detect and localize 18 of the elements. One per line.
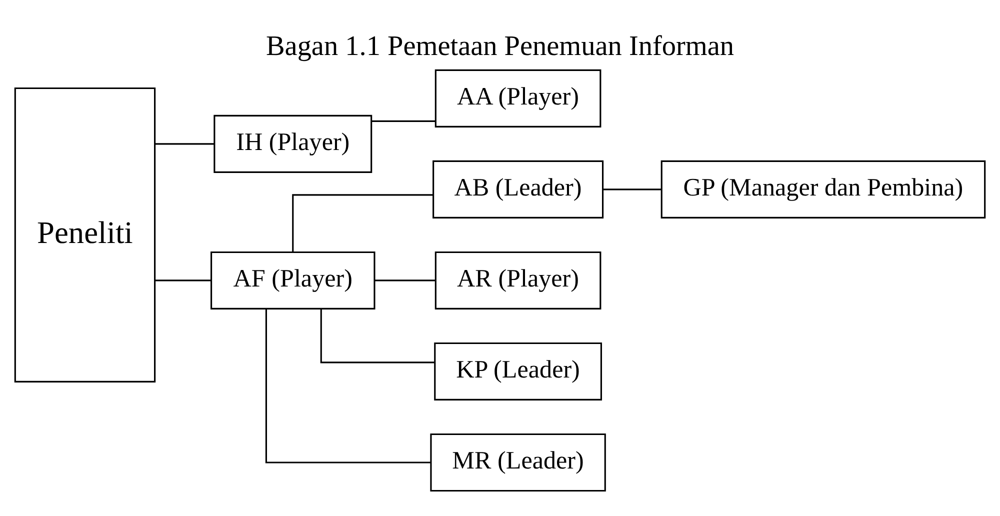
node-box: KP (Leader)	[434, 342, 602, 400]
connector	[292, 194, 433, 252]
connector	[372, 120, 436, 122]
diagram-title: Bagan 1.1 Pemetaan Penemuan Informan	[266, 30, 734, 62]
node-box: AF (Player)	[210, 250, 376, 309]
node-box: MR (Leader)	[430, 432, 606, 492]
node-box: GP (Manager dan Pembina)	[660, 160, 986, 218]
node-box: AA (Player)	[434, 68, 602, 127]
connector	[320, 308, 435, 363]
connector	[374, 279, 436, 281]
node-box: AB (Leader)	[432, 160, 604, 218]
connector	[155, 142, 214, 144]
connector	[265, 308, 431, 463]
node-box: Peneliti	[14, 86, 156, 382]
connector	[155, 279, 212, 281]
connector	[603, 188, 662, 190]
node-box: IH (Player)	[214, 114, 372, 172]
node-box: AR (Player)	[434, 250, 602, 309]
